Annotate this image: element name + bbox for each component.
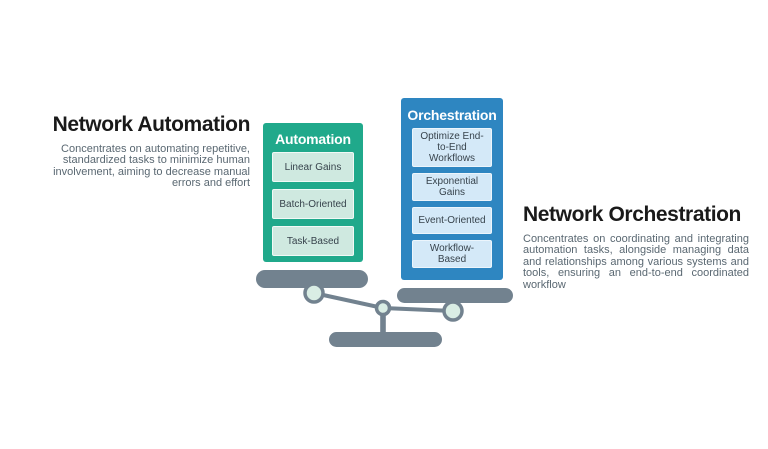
orchestration-item-optimize-workflows: Optimize End-to-End Workflows	[412, 128, 492, 167]
orchestration-item-workflow-based: Workflow-Based	[412, 240, 492, 268]
network-orchestration-panel: Network Orchestration Concentrates on co…	[523, 203, 749, 292]
orchestration-item-event-oriented: Event-Oriented	[412, 207, 492, 234]
scale-beam	[313, 291, 454, 313]
orchestration-column: Orchestration Optimize End-to-End Workfl…	[401, 98, 503, 280]
automation-column-header: Automation	[275, 131, 351, 147]
network-orchestration-title: Network Orchestration	[523, 203, 741, 226]
network-automation-panel: Network Automation Concentrates on autom…	[44, 113, 251, 190]
scale-left-platform	[256, 270, 368, 288]
network-orchestration-description: Concentrates on coordinating and integra…	[523, 232, 749, 292]
scale-center-pivot-circle	[374, 299, 392, 317]
orchestration-column-header: Orchestration	[407, 107, 497, 123]
scale-right-platform	[397, 288, 513, 303]
automation-item-task-based: Task-Based	[272, 226, 354, 256]
automation-column-items: Linear Gains Batch-Oriented Task-Based	[272, 152, 354, 256]
automation-item-linear-gains: Linear Gains	[272, 152, 354, 182]
orchestration-column-items: Optimize End-to-End Workflows Exponentia…	[412, 128, 492, 268]
scale-base	[329, 332, 442, 347]
scale-left-joint-circle	[303, 282, 325, 304]
scale-pivot-post	[380, 308, 386, 334]
network-automation-description: Concentrates on automating repetitive, s…	[53, 142, 250, 190]
automation-column: Automation Linear Gains Batch-Oriented T…	[263, 123, 363, 262]
network-automation-title: Network Automation	[52, 113, 251, 136]
orchestration-item-exponential-gains: Exponential Gains	[412, 173, 492, 201]
automation-item-batch-oriented: Batch-Oriented	[272, 189, 354, 219]
scale-right-joint-circle	[442, 300, 464, 322]
